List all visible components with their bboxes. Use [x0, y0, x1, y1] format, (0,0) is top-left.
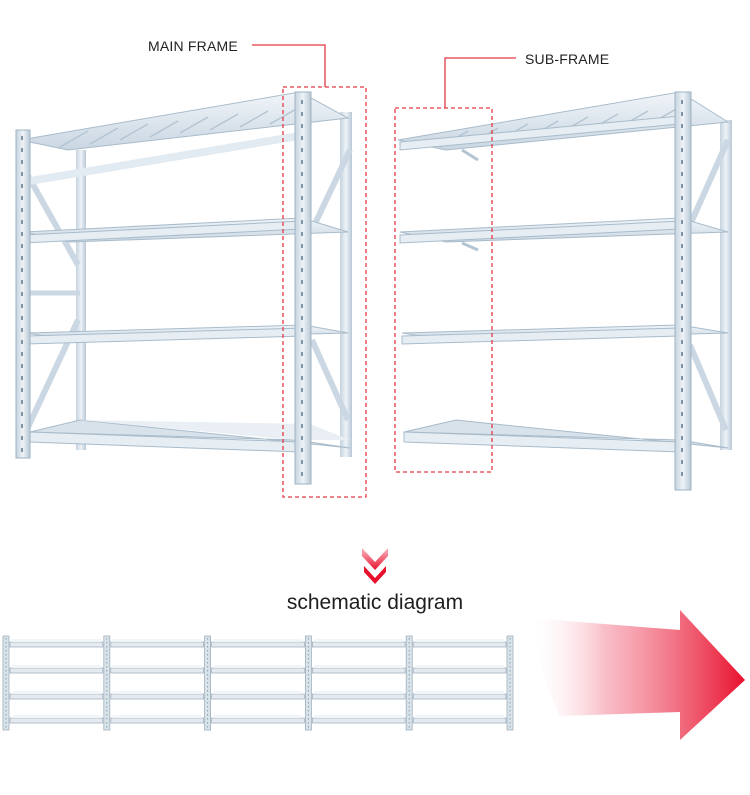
schematic-shelf [412, 641, 507, 648]
down-chevron-icon [362, 548, 388, 584]
schematic-shelf [211, 641, 305, 648]
schematic-shelf-surface [415, 665, 504, 668]
post-holes [300, 98, 304, 478]
schematic-shelf-surface [415, 691, 504, 694]
left-rack-brace [309, 148, 353, 232]
schematic-shelf [211, 667, 305, 674]
left-rack-beam [20, 130, 310, 187]
schematic-shelf-surface [112, 665, 202, 668]
schematic-shelf-surface [314, 691, 404, 694]
schematic-shelf [311, 693, 406, 700]
sub-frame-dashed-box [394, 107, 493, 473]
left-rack-shelf-slats [59, 107, 299, 148]
schematic-shelf-surface [415, 639, 504, 642]
right-rack-back-post [720, 120, 732, 450]
schematic-shelf [9, 667, 104, 674]
schematic-shelf [9, 641, 104, 648]
schematic-shelf-surface [213, 639, 303, 642]
extension-arrow-icon [528, 610, 745, 740]
schematic-shelf [211, 693, 305, 700]
schematic-shelf [412, 667, 507, 674]
schematic-shelf-surface [112, 715, 202, 718]
schematic-shelf [110, 693, 205, 700]
schematic-shelf [412, 693, 507, 700]
schematic-shelf [311, 667, 406, 674]
main-frame-callout [252, 44, 367, 498]
right-rack-shelf-bottom [403, 419, 729, 449]
schematic-shelf-surface [12, 639, 101, 642]
schematic-shelf [9, 693, 104, 700]
left-rack-back-post [76, 150, 86, 450]
schematic-shelf-surface [12, 665, 101, 668]
main-frame-leader-line [252, 44, 326, 87]
schematic-shelf [211, 717, 305, 724]
schematic-shelf [110, 641, 205, 648]
sub-frame-rack [397, 91, 732, 491]
main-frame-dashed-box [282, 86, 367, 498]
right-rack-brace [687, 343, 729, 432]
right-rack-hook [461, 241, 479, 252]
schematic-shelf [110, 667, 205, 674]
main-frame-label: MAIN FRAME [148, 38, 238, 54]
schematic-shelf [9, 717, 104, 724]
schematic-shelf-surface [314, 639, 404, 642]
schematic-shelf-surface [213, 715, 303, 718]
schematic-shelf-surface [112, 691, 202, 694]
right-rack-hook [461, 148, 479, 162]
schematic-shelf-surface [12, 691, 101, 694]
left-rack-shelf-bottom [29, 419, 351, 449]
left-rack-shelf-top [19, 91, 350, 151]
sub-frame-leader-line [444, 57, 516, 108]
schematic-shelf-surface [415, 715, 504, 718]
main-frame-rack [15, 91, 353, 485]
schematic-shelf [412, 717, 507, 724]
schematic-shelf [311, 717, 406, 724]
schematic-shelf-surface [213, 691, 303, 694]
left-rack-back-post-right [340, 112, 352, 457]
post-holes [680, 98, 684, 484]
sub-frame-callout [394, 57, 516, 473]
schematic-shelf-surface [112, 639, 202, 642]
sub-frame-label: SUB-FRAME [525, 51, 610, 67]
schematic-rack-row [2, 635, 514, 731]
schematic-shelf [110, 717, 205, 724]
right-rack-brace [687, 138, 731, 227]
schematic-shelf-surface [213, 665, 303, 668]
schematic-shelf-surface [314, 715, 404, 718]
schematic-caption: schematic diagram [286, 591, 464, 614]
schematic-shelf-surface [314, 665, 404, 668]
left-rack-brace [309, 338, 351, 422]
schematic-shelf [311, 641, 406, 648]
post-holes [19, 134, 23, 454]
schematic-shelf-surface [12, 715, 101, 718]
